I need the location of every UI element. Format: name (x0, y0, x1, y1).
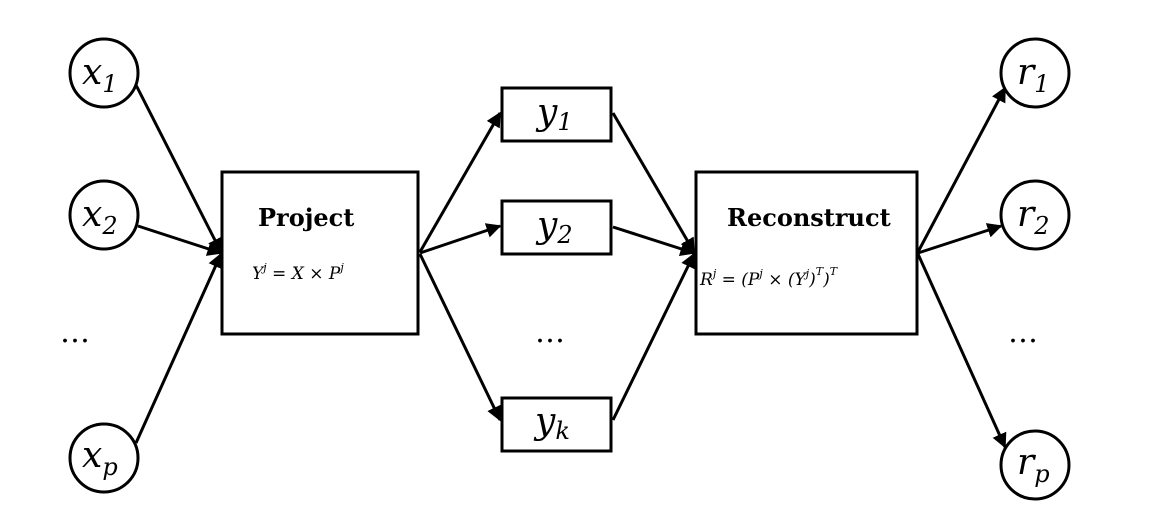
reconstruct-title: Reconstruct (727, 203, 891, 232)
project-title: Project (258, 203, 354, 232)
edge-reconstruct-r2 (917, 223, 1003, 255)
edge-reconstruct-r1 (916, 86, 1007, 253)
output-node-r1: r1 (999, 37, 1071, 109)
svg-text:y1: y1 (535, 92, 573, 136)
edge-y1-reconstruct (611, 112, 696, 254)
inputs-ellipsis: … (60, 315, 96, 350)
svg-text:y2: y2 (535, 205, 573, 249)
edge-project-y1 (418, 111, 502, 253)
edge-y2-reconstruct (612, 225, 696, 257)
svg-text:x2: x2 (82, 194, 118, 240)
edge-x1-project (134, 84, 223, 254)
edge-xp-project (134, 252, 223, 444)
project-equation: Yj = X × Pj (252, 261, 344, 284)
svg-text:x1: x1 (82, 52, 118, 98)
edge-yk-reconstruct (611, 252, 696, 421)
edge-project-y2 (419, 223, 502, 255)
svg-text:yk: yk (533, 401, 570, 445)
edge-project-yk (418, 253, 502, 422)
output-node-rp: rp (999, 429, 1071, 501)
output-node-r2: r2 (999, 179, 1071, 251)
hidden-node-yk: yk (500, 396, 613, 453)
input-node-x2: x2 (68, 179, 140, 251)
edge-x2-project (137, 224, 223, 256)
svg-text:r1: r1 (1017, 52, 1050, 98)
input-node-x1: x1 (68, 37, 140, 109)
reconstruct-box: Reconstruct Rj = (Pj × (Yj)T)T (694, 170, 919, 336)
hidden-node-y1: y1 (500, 86, 613, 143)
project-box: Project Yj = X × Pj (220, 170, 420, 336)
edge-reconstruct-rp (916, 253, 1007, 449)
svg-text:r2: r2 (1017, 194, 1050, 240)
input-node-xp: xp (68, 422, 140, 494)
svg-text:xp: xp (82, 435, 118, 481)
outputs-ellipsis: … (1008, 315, 1044, 350)
hidden-node-y2: y2 (500, 199, 613, 256)
reconstruct-equation: Rj = (Pj × (Yj)T)T (699, 265, 839, 290)
svg-text:rp: rp (1017, 442, 1050, 488)
hidden-ellipsis: … (535, 315, 571, 350)
